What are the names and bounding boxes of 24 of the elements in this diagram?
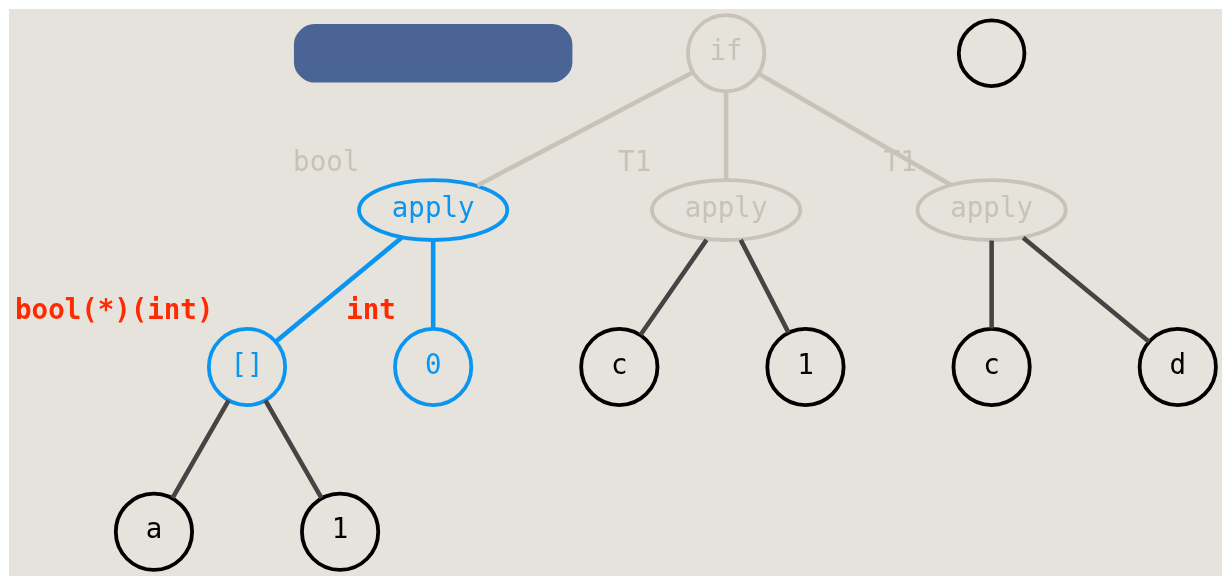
connector <box>170 399 231 499</box>
node-label: bool(*)(int) <box>15 293 214 325</box>
node-circle: 1 <box>300 491 381 572</box>
connector <box>1021 235 1151 344</box>
connector <box>723 91 729 180</box>
node-ellipse: apply <box>357 178 510 242</box>
node-circle: c <box>951 326 1032 407</box>
connector <box>263 399 324 499</box>
node-circle <box>956 18 1027 88</box>
node-label: int <box>346 293 396 325</box>
node-callout <box>293 23 573 83</box>
connector <box>476 70 694 188</box>
node-circle: d <box>1137 326 1218 407</box>
node-circle: 0 <box>393 326 474 407</box>
connector <box>738 238 791 334</box>
connector <box>638 238 709 337</box>
node-circle: c <box>579 326 660 407</box>
node-circle: 1 <box>765 326 846 407</box>
connector <box>757 71 952 187</box>
node-circle: a <box>113 491 194 572</box>
connector <box>989 240 994 329</box>
connector <box>430 240 436 329</box>
connector <box>274 235 404 344</box>
node-circle: [] <box>206 326 288 407</box>
